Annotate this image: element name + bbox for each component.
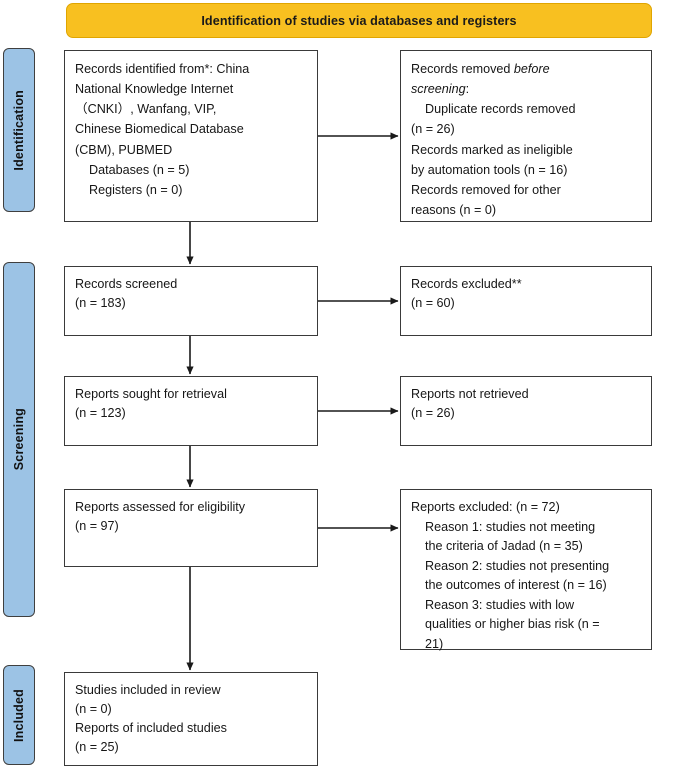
box-reports-sought-text: Reports sought for retrieval (n = 123) — [75, 387, 227, 421]
box-records-screened: Records screened (n = 183) — [64, 266, 318, 336]
box-reports-not-retrieved: Reports not retrieved (n = 26) — [400, 376, 652, 446]
stage-tab-identification: Identification — [3, 48, 35, 212]
box-records-removed-text: Records removed before screening: Duplic… — [411, 59, 641, 220]
box-reports-assessed-text: Reports assessed for eligibility (n = 97… — [75, 500, 246, 534]
box-records-identified-text: Records identified from*: China National… — [75, 62, 250, 197]
box-reports-not-retrieved-text: Reports not retrieved (n = 26) — [411, 387, 529, 421]
box-records-excluded: Records excluded** (n = 60) — [400, 266, 652, 336]
box-records-excluded-text: Records excluded** (n = 60) — [411, 277, 522, 311]
banner-identification-header: Identification of studies via databases … — [66, 3, 652, 38]
box-studies-included: Studies included in review (n = 0) Repor… — [64, 672, 318, 766]
removed-body: Duplicate records removed (n = 26) Recor… — [411, 102, 576, 217]
box-studies-included-text: Studies included in review (n = 0) Repor… — [75, 683, 227, 755]
box-reports-excluded: Reports excluded: (n = 72) Reason 1: stu… — [400, 489, 652, 651]
box-records-removed: Records removed before screening: Duplic… — [400, 50, 652, 222]
box-records-identified: Records identified from*: China National… — [64, 50, 318, 222]
box-reports-excluded-text: Reports excluded: (n = 72) Reason 1: stu… — [411, 500, 610, 651]
stage-label-identification: Identification — [12, 89, 26, 171]
banner-title: Identification of studies via databases … — [201, 13, 517, 28]
stage-tab-included: Included — [3, 665, 35, 765]
removed-head-italic-before: before — [513, 62, 550, 76]
box-reports-assessed: Reports assessed for eligibility (n = 97… — [64, 489, 318, 567]
removed-head-plain: Records removed — [411, 62, 514, 76]
removed-head-colon: : — [465, 82, 470, 97]
stage-label-screening: Screening — [12, 408, 26, 471]
removed-head-italic-screening: screening — [411, 82, 466, 97]
box-records-screened-text: Records screened (n = 183) — [75, 277, 178, 311]
stage-label-included: Included — [12, 688, 26, 742]
stage-tab-screening: Screening — [3, 262, 35, 617]
box-reports-sought: Reports sought for retrieval (n = 123) — [64, 376, 318, 446]
